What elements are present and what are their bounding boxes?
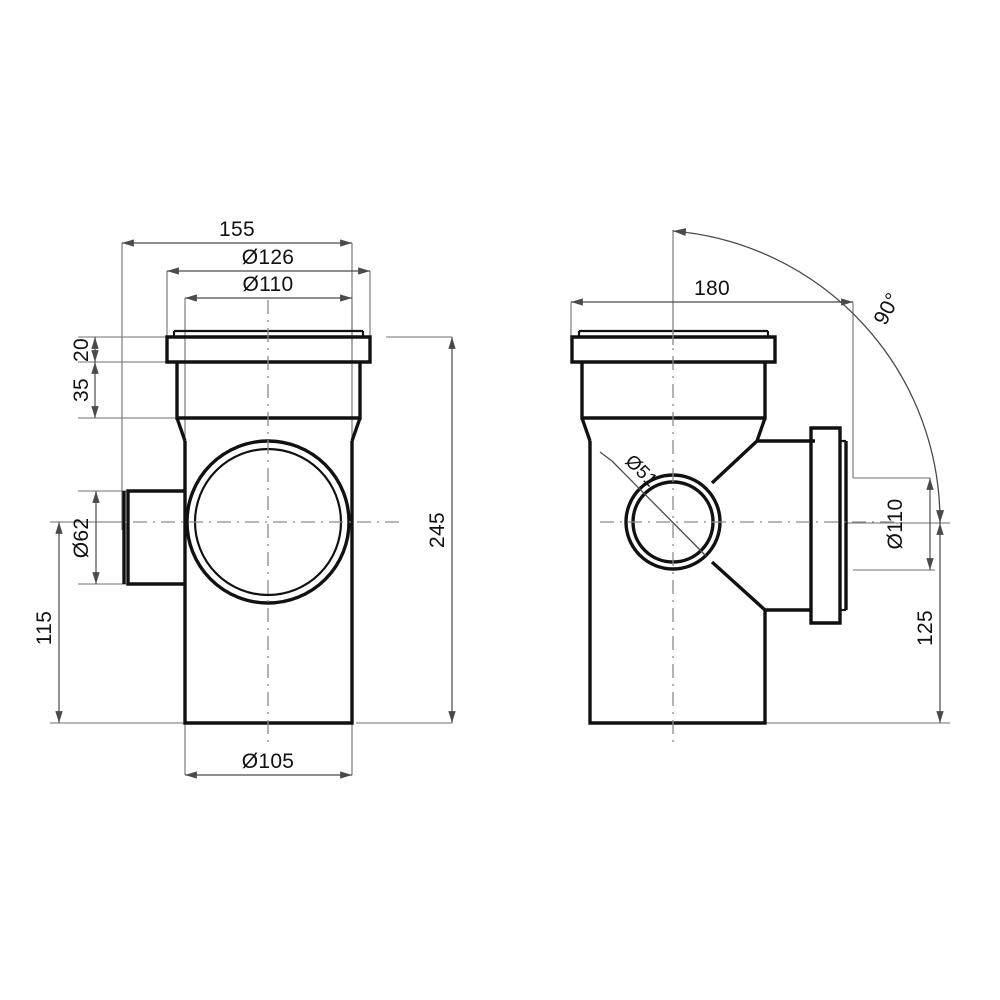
front-view-extension-lines — [50, 243, 452, 775]
dim-110-right: Ø110 — [884, 478, 934, 570]
dim-125: 125 — [914, 523, 944, 723]
dim-110-right-label: Ø110 — [884, 498, 907, 549]
front-socket-collar — [165, 335, 372, 364]
angle-arc-90 — [672, 228, 945, 524]
front-view-group: 155 Ø126 Ø110 20 35 245 Ø6 — [33, 218, 456, 779]
dim-110-top-label: Ø110 — [242, 273, 293, 296]
dim-115: 115 — [33, 522, 63, 723]
front-branch-stub — [126, 489, 185, 586]
dim-62-label: Ø62 — [70, 518, 93, 559]
dim-20-label: 20 — [70, 338, 93, 362]
side-view-group: 90° 180 Ø51 Ø110 125 — [570, 228, 950, 745]
dim-20: 20 — [70, 337, 99, 362]
dim-35-label: 35 — [70, 378, 93, 402]
dim-155: 155 — [122, 218, 352, 247]
dim-155-label: 155 — [219, 218, 255, 241]
dim-180-label: 180 — [694, 277, 730, 300]
dim-125-label: 125 — [914, 610, 937, 646]
front-inspection-cap-outer — [185, 439, 351, 605]
dim-51: Ø51 — [599, 451, 707, 557]
dim-90deg-label: 90° — [869, 289, 905, 329]
front-taper — [175, 417, 362, 442]
side-body-outline — [588, 441, 810, 725]
dim-105: Ø105 — [185, 750, 352, 779]
dim-180: 180 — [571, 277, 853, 306]
dim-126: Ø126 — [167, 246, 370, 275]
side-outlet-flange — [809, 426, 842, 625]
dim-62: Ø62 — [70, 491, 100, 584]
dim-105-label: Ø105 — [242, 750, 295, 773]
side-branch-wall-upper — [710, 439, 759, 485]
side-branch-wall-lower — [710, 560, 767, 612]
dim-35: 35 — [70, 362, 99, 418]
dim-245-label: 245 — [426, 512, 449, 548]
dim-110-top: Ø110 — [185, 273, 352, 302]
dim-115-label: 115 — [33, 611, 56, 645]
dim-126-label: Ø126 — [242, 246, 295, 269]
dim-245: 245 — [426, 337, 456, 723]
